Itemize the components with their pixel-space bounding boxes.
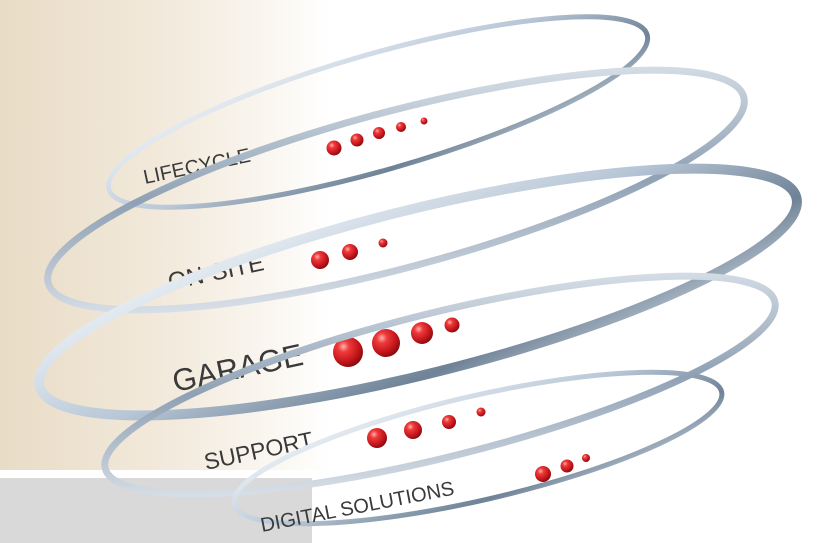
ring-garage-dot	[445, 318, 460, 333]
ring-support-dot	[442, 415, 456, 429]
ring-lifecycle-dot	[421, 118, 428, 125]
ring-support-dot	[367, 428, 387, 448]
ring-support-dot	[477, 408, 486, 417]
ring-garage-dot	[411, 322, 433, 344]
ring-on-site: ON-SITE	[28, 21, 764, 358]
ring-digital-solutions-dot	[561, 460, 574, 473]
ring-lifecycle-label: LIFECYCLE	[141, 145, 252, 189]
ring-garage: GARAGE	[20, 118, 817, 466]
ring-lifecycle-band	[93, 0, 663, 245]
ring-lifecycle-dot	[327, 141, 342, 156]
ring-garage-label: GARAGE	[169, 337, 306, 399]
ring-lifecycle-dot	[373, 127, 385, 139]
ring-garage-dot	[372, 329, 400, 357]
ring-on-site-band	[28, 21, 764, 358]
ring-support-dot	[404, 421, 422, 439]
ring-digital-solutions-dot	[535, 466, 551, 482]
ring-on-site-dot	[342, 244, 358, 260]
ring-on-site-dot	[379, 239, 388, 248]
ring-lifecycle-dot	[351, 134, 364, 147]
ring-digital-solutions-dot	[582, 454, 590, 462]
ring-lifecycle: LIFECYCLE	[93, 0, 663, 245]
ring-garage-band	[20, 118, 817, 466]
ring-lifecycle-dot	[396, 122, 406, 132]
ring-on-site-dot	[311, 251, 329, 269]
